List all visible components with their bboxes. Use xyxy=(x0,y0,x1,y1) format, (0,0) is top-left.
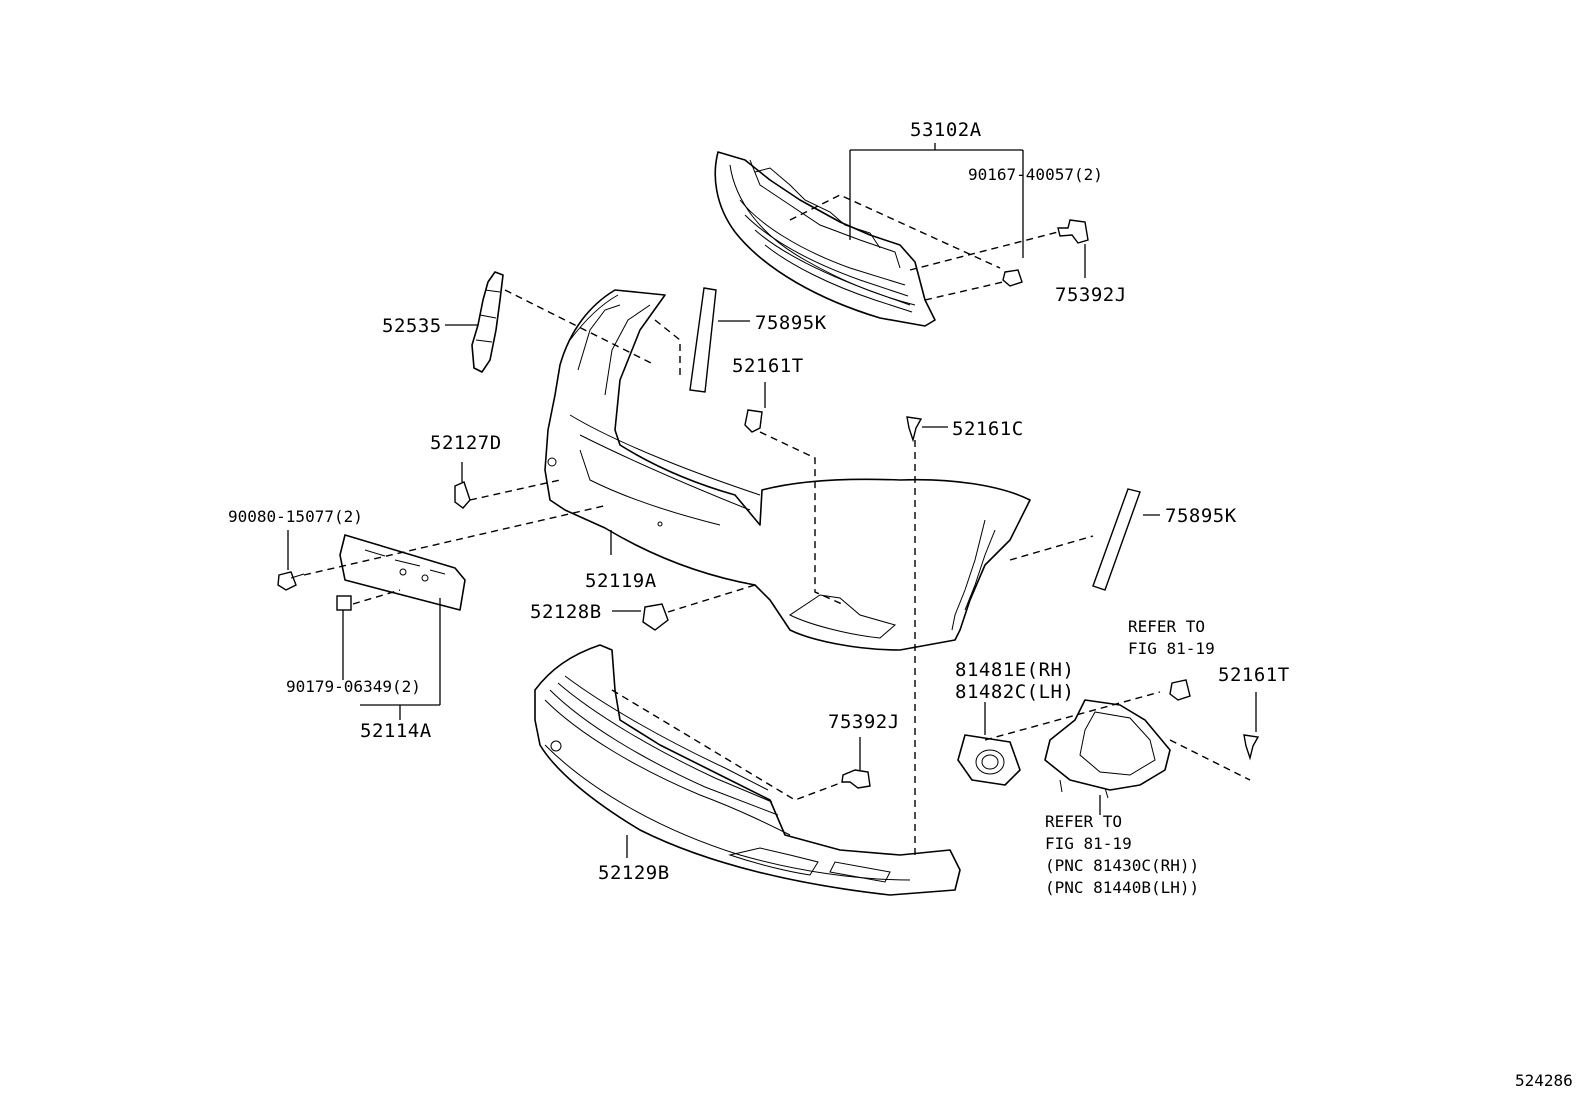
label-90179-06349: 90179-06349(2) xyxy=(286,677,421,696)
refer-bottom-line-2: FIG 81-19 xyxy=(1045,834,1132,853)
front-bumper-cover-52119A[interactable] xyxy=(544,289,1031,651)
label-75895K-right: 75895K xyxy=(1165,505,1237,527)
leader-lines xyxy=(287,143,1257,858)
label-52129B: 52129B xyxy=(598,862,670,884)
refer-top-line-2: FIG 81-19 xyxy=(1128,639,1215,658)
label-52535: 52535 xyxy=(382,315,442,337)
fog-lamp-assembly[interactable] xyxy=(1044,699,1171,799)
bolt-90167-40057[interactable] xyxy=(1002,269,1023,287)
label-81482C: 81482C(LH) xyxy=(955,681,1074,703)
label-52161T-mid: 52161T xyxy=(732,355,804,377)
fog-lamp-cover-81481E-81482C[interactable] xyxy=(957,734,1021,786)
label-52161C: 52161C xyxy=(952,418,1024,440)
refer-top-line-1: REFER TO xyxy=(1128,617,1205,636)
label-52127D: 52127D xyxy=(430,432,502,454)
label-52128B: 52128B xyxy=(530,601,602,623)
refer-bottom-line-4: (PNC 81440B(LH)) xyxy=(1045,878,1199,897)
cap-52128B[interactable] xyxy=(642,603,669,631)
clip-75392J-bottom[interactable] xyxy=(841,769,871,789)
label-90167-40057: 90167-40057(2) xyxy=(968,165,1103,184)
clip-52161T-mid[interactable] xyxy=(744,409,763,433)
label-75392J-bottom: 75392J xyxy=(828,711,900,733)
label-52161T-right: 52161T xyxy=(1218,664,1290,686)
clip-75392J-top[interactable] xyxy=(1057,219,1089,244)
upper-grille-53102A[interactable] xyxy=(714,151,936,327)
label-75392J-top: 75392J xyxy=(1055,284,1127,306)
label-52114A: 52114A xyxy=(360,720,432,742)
cap-52127D[interactable] xyxy=(454,481,471,509)
figure-id: 524286 xyxy=(1515,1071,1573,1090)
license-plate-bracket-52114A[interactable] xyxy=(339,534,466,611)
part-labels: 53102A 90167-40057(2) 75392J 52535 75895… xyxy=(228,119,1573,1090)
clip-52161T-right[interactable] xyxy=(1243,734,1260,761)
nut-90179-06349[interactable] xyxy=(336,595,352,611)
lower-bumper-52129B[interactable] xyxy=(534,644,961,896)
label-90080-15077: 90080-15077(2) xyxy=(228,507,363,526)
strip-75895K-right[interactable] xyxy=(1092,488,1141,591)
clip-52161C[interactable] xyxy=(906,416,923,443)
bolt-90080-15077[interactable] xyxy=(277,571,305,591)
label-81481E: 81481E(RH) xyxy=(955,659,1074,681)
screw-refer-top[interactable] xyxy=(1169,679,1191,701)
refer-bottom-line-1: REFER TO xyxy=(1045,812,1122,831)
strip-75895K-top[interactable] xyxy=(689,287,717,393)
label-52119A: 52119A xyxy=(585,570,657,592)
label-75895K-top: 75895K xyxy=(755,312,827,334)
assembly-lines xyxy=(303,194,1251,860)
label-53102A: 53102A xyxy=(910,119,982,141)
bracket-52535[interactable] xyxy=(471,271,504,373)
refer-bottom-line-3: (PNC 81430C(RH)) xyxy=(1045,856,1199,875)
